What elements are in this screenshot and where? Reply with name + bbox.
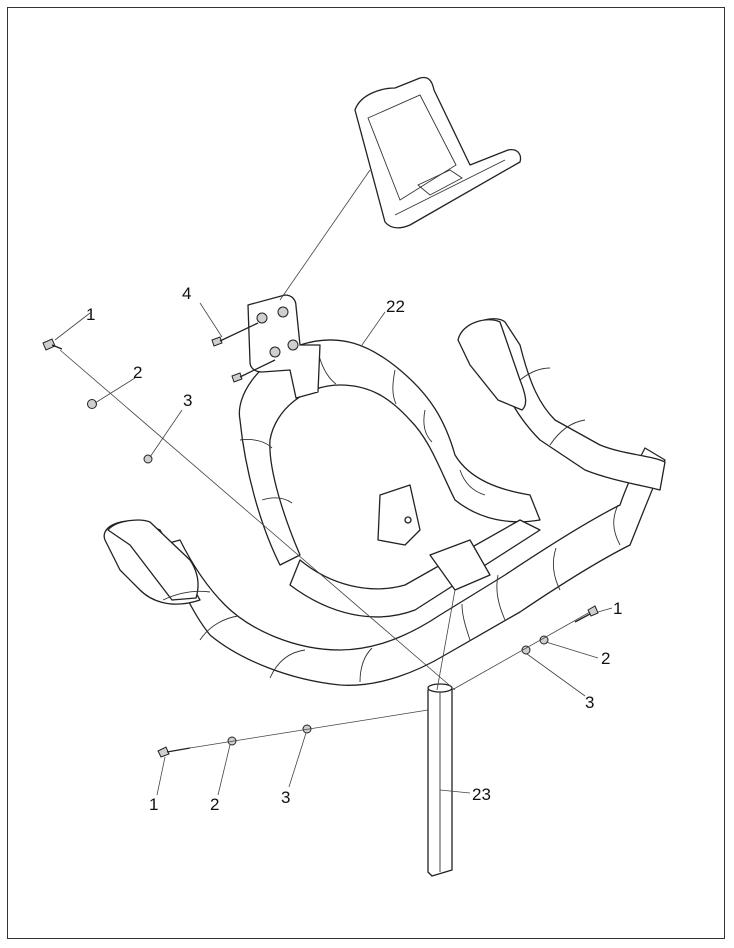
callout-23: 23	[472, 785, 491, 804]
callout-2-upper-left: 2	[133, 363, 142, 382]
callout-3-upper-left: 3	[183, 391, 192, 410]
callout-2-right: 2	[601, 649, 610, 668]
callout-3-right: 3	[585, 693, 594, 712]
leader-22	[361, 311, 386, 346]
tray-mount-plate	[247, 169, 371, 399]
callout-1-upper-left: 1	[86, 305, 95, 324]
callout-3-bottom: 3	[281, 788, 290, 807]
tablet-tray	[354, 76, 522, 229]
post-tube-part-23	[427, 589, 456, 877]
hardware-right	[451, 605, 613, 697]
callout-4: 4	[182, 284, 191, 303]
leader-23	[439, 789, 471, 794]
callout-1-bottom: 1	[149, 795, 158, 814]
handlebar-part-22	[103, 318, 666, 686]
hardware-upper-left	[42, 312, 456, 691]
callout-2-bottom: 2	[210, 795, 219, 814]
callout-1-right: 1	[613, 599, 622, 618]
hardware-bottom-left	[156, 709, 429, 796]
callout-22: 22	[386, 297, 405, 316]
hardware-screws-4	[199, 302, 276, 383]
